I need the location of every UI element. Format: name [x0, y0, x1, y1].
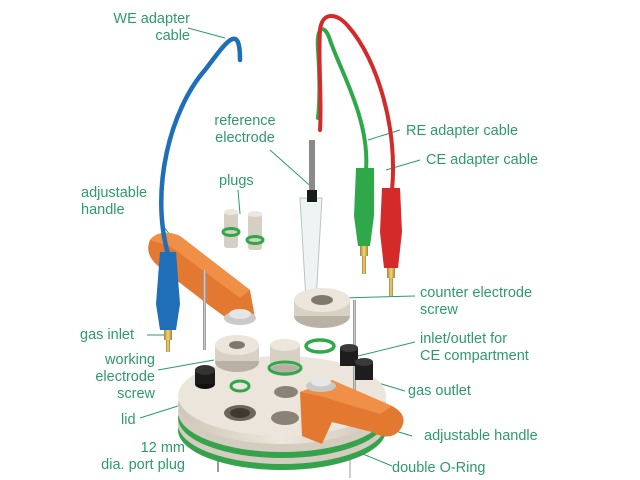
gas-inlet-fitting [195, 365, 215, 389]
working-electrode-screw [215, 335, 259, 372]
label-we-cable-line1: WE adapter [113, 11, 190, 27]
label-ce-cable: CE adapter cable [426, 152, 539, 168]
label-adjustable-handle-right: adjustable handle [424, 428, 538, 444]
label-counter-line2: screw [420, 302, 458, 318]
gas-inlet-tube [203, 270, 206, 350]
we-adapter-cable [156, 36, 243, 352]
label-reference-electrode: reference electrode [200, 113, 290, 147]
label-port-plug: 12 mm dia. port plug [40, 440, 185, 474]
label-gas-inlet: gas inlet [80, 327, 135, 343]
label-counter-electrode-screw: counter electrode screw [420, 285, 532, 319]
label-re-cable: RE adapter cable [406, 123, 519, 139]
label-handle-left-line1: adjustable [81, 185, 148, 201]
label-working-electrode-screw: working electrode screw [40, 352, 155, 403]
label-double-o-ring: double O-Ring [392, 460, 486, 476]
adjustable-handle-right [300, 377, 404, 444]
re-adapter-cable [315, 27, 374, 274]
ce-compartment-inlet-outlet [340, 344, 373, 380]
label-reference-line2: electrode [215, 130, 275, 146]
label-handle-left-line2: handle [81, 202, 125, 218]
port-plug-o-ring [229, 379, 251, 393]
label-reference-line1: reference [214, 113, 276, 129]
label-counter-line1: counter electrode [420, 285, 533, 301]
plugs [221, 209, 265, 250]
port-plug [267, 339, 303, 376]
counter-electrode-screw [294, 288, 350, 354]
label-gas-outlet: gas outlet [408, 383, 471, 399]
label-inlet-outlet-ce: inlet/outlet for CE compartment [420, 331, 529, 365]
label-we-cable-line2: cable [155, 28, 190, 44]
ce-adapter-cable [317, 14, 402, 296]
label-inlet-ce-line1: inlet/outlet for [420, 331, 508, 347]
label-working-line3: screw [117, 386, 155, 402]
reference-electrode [299, 140, 323, 301]
label-port-line2: dia. port plug [101, 457, 185, 473]
label-lid: lid [121, 412, 136, 428]
label-working-line1: working [105, 352, 155, 368]
label-plugs: plugs [219, 173, 254, 189]
label-inlet-ce-line2: CE compartment [420, 348, 529, 364]
label-we-cable: WE adapter cable [60, 11, 190, 45]
label-working-line2: electrode [95, 369, 155, 385]
label-port-line1: 12 mm [140, 440, 185, 456]
label-adjustable-handle-left: adjustable handle [81, 185, 147, 219]
